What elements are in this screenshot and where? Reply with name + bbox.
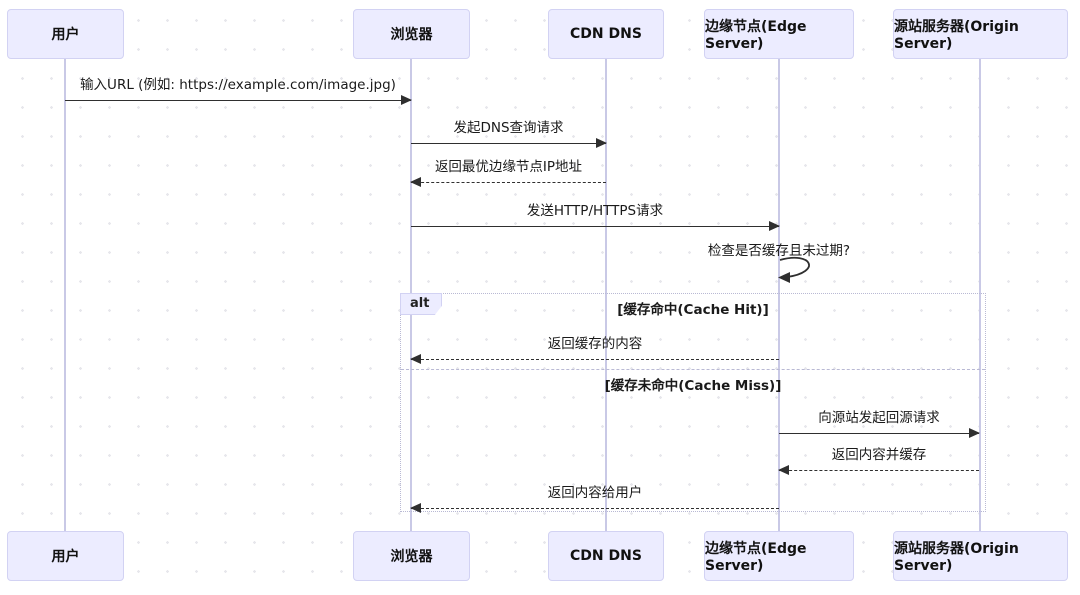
alt-frame: alt [缓存命中(Cache Hit)] [缓存未命中(Cache Miss)… — [400, 293, 986, 512]
actor-bottom-browser: 浏览器 — [353, 531, 470, 581]
message-return-content-to-user: 返回内容给用户 — [410, 481, 779, 513]
arrowhead-right-icon — [969, 427, 980, 438]
message-text: 返回内容并缓存 — [831, 447, 927, 463]
actor-bottom-edge: 边缘节点(Edge Server) — [704, 531, 854, 581]
message-return-cached-content: 返回缓存的内容 — [410, 332, 779, 364]
lifeline-origin — [979, 59, 981, 532]
arrowhead-left-icon — [778, 464, 789, 475]
arrow-line — [411, 220, 780, 231]
message-text: 返回最优边缘节点IP地址 — [434, 159, 583, 175]
actor-label: 源站服务器(Origin Server) — [894, 19, 1019, 52]
message-text: 向源站发起回源请求 — [818, 410, 940, 426]
actor-label: 浏览器 — [390, 27, 433, 43]
actor-top-user: 用户 — [7, 9, 124, 59]
actor-label: CDN DNS — [570, 548, 642, 564]
actor-top-edge: 边缘节点(Edge Server) — [704, 9, 854, 59]
arrowhead-right-icon — [401, 94, 412, 105]
actor-top-origin: 源站服务器(Origin Server) — [893, 9, 1068, 59]
arrow-line — [778, 464, 979, 475]
message-origin-fetch: 向源站发起回源请求 — [779, 406, 980, 438]
message-text: 返回缓存的内容 — [547, 336, 643, 352]
actor-bottom-user: 用户 — [7, 531, 124, 581]
arrowhead-right-icon — [596, 137, 607, 148]
lifeline-user — [64, 59, 66, 532]
actor-label: 边缘节点(Edge Server) — [705, 19, 807, 52]
message-cache-check: 检查是否缓存且未过期? — [707, 243, 851, 259]
arrowhead-left-icon — [410, 502, 421, 513]
message-input-url: 输入URL (例如: https://example.com/image.jpg… — [65, 73, 412, 105]
actor-label: CDN DNS — [570, 26, 642, 42]
message-text: 发送HTTP/HTTPS请求 — [526, 203, 664, 219]
arrow-line — [410, 502, 779, 513]
arrowhead-left-icon — [410, 353, 421, 364]
actor-top-browser: 浏览器 — [353, 9, 470, 59]
actor-label: 用户 — [51, 549, 80, 565]
guard-cache-hit: [缓存命中(Cache Hit)] — [617, 302, 769, 318]
message-http-request: 发送HTTP/HTTPS请求 — [411, 199, 780, 231]
arrow-line — [65, 94, 412, 105]
message-text: 输入URL (例如: https://example.com/image.jpg… — [80, 77, 396, 93]
message-return-and-cache: 返回内容并缓存 — [778, 443, 979, 475]
lifeline-edge — [778, 59, 780, 532]
guard-cache-miss: [缓存未命中(Cache Miss)] — [604, 378, 782, 394]
actor-label: 浏览器 — [390, 549, 433, 565]
message-return-edge-ip: 返回最优边缘节点IP地址 — [410, 155, 606, 187]
arrow-line — [411, 137, 607, 148]
arrowhead-left-icon — [410, 176, 421, 187]
message-dns-query: 发起DNS查询请求 — [411, 116, 607, 148]
message-text: 发起DNS查询请求 — [453, 120, 564, 136]
arrow-line — [410, 353, 779, 364]
actor-bottom-cdn-dns: CDN DNS — [548, 531, 664, 581]
arrow-line — [410, 176, 606, 187]
actor-bottom-origin: 源站服务器(Origin Server) — [893, 531, 1068, 581]
arrowhead-right-icon — [769, 220, 780, 231]
actor-label: 源站服务器(Origin Server) — [894, 541, 1019, 574]
self-loop-arrow-icon — [778, 256, 810, 283]
alt-divider — [401, 369, 985, 370]
lifeline-cdn-dns — [605, 59, 607, 532]
arrow-line — [779, 427, 980, 438]
alt-frame-label: alt — [400, 293, 443, 315]
actor-label: 用户 — [51, 27, 80, 43]
actor-top-cdn-dns: CDN DNS — [548, 9, 664, 59]
message-text: 返回内容给用户 — [547, 485, 643, 501]
actor-label: 边缘节点(Edge Server) — [705, 541, 807, 574]
